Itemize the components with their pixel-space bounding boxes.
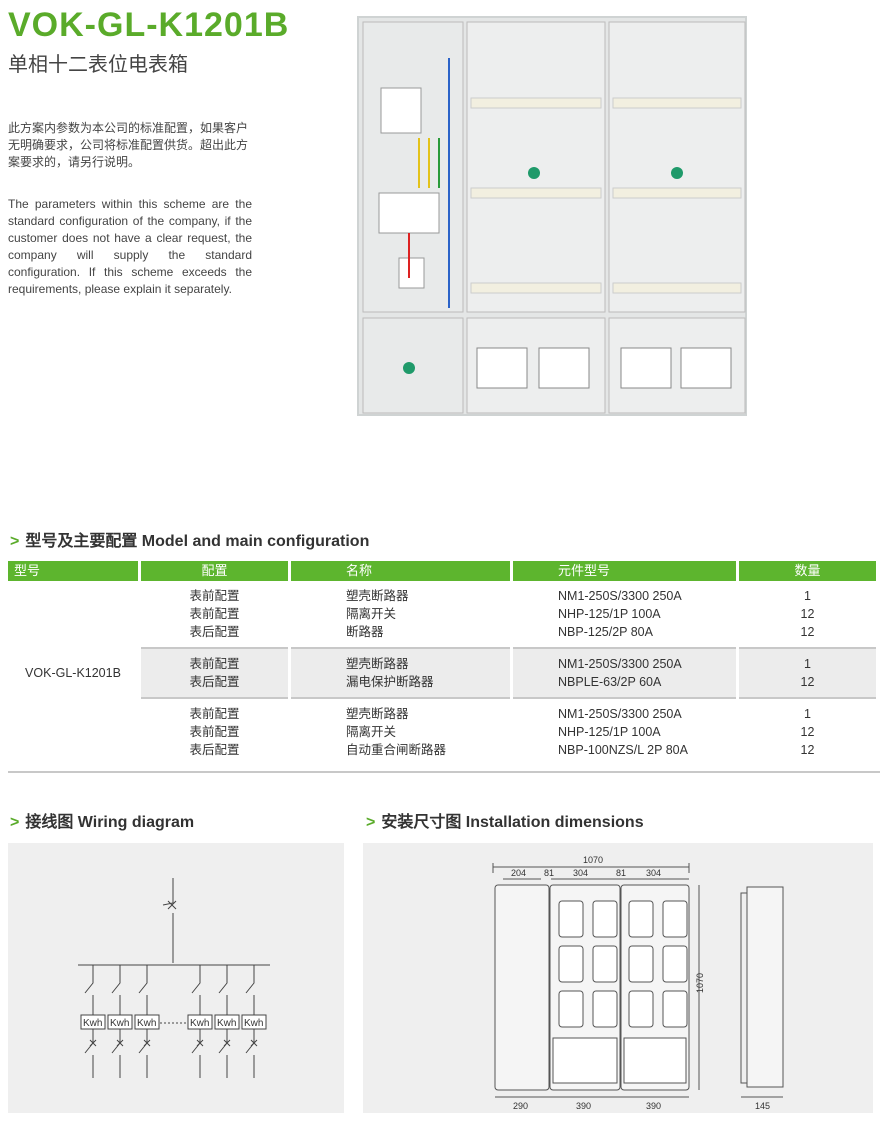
meter-branch: Kwh bbox=[107, 965, 133, 1078]
meter-branch: Kwh bbox=[214, 965, 240, 1078]
qty-cell: 12 bbox=[800, 625, 815, 639]
meter-slot bbox=[628, 900, 654, 938]
product-photo bbox=[357, 16, 747, 416]
table-row: 表后配置 自动重合闸断路器 NBP-100NZS/L 2P 80A 12 bbox=[8, 741, 876, 765]
kwh-meter-label: Kwh bbox=[190, 1018, 209, 1029]
qty-cell: 12 bbox=[739, 673, 876, 699]
meter-slot bbox=[558, 900, 584, 938]
dimensions-section-header: >安装尺寸图 Installation dimensions bbox=[366, 814, 644, 831]
config-cell: 表后配置 bbox=[141, 673, 288, 699]
description-en: The parameters within this scheme are th… bbox=[8, 197, 252, 296]
col-header-qty: 数量 bbox=[739, 561, 876, 581]
config-cell: 表前配置 bbox=[189, 707, 240, 721]
name-cell: 断路器 bbox=[346, 625, 384, 639]
name-cell: 塑壳断路器 bbox=[346, 589, 409, 603]
col-header-name: 名称 bbox=[291, 561, 510, 581]
meter-slot bbox=[662, 945, 688, 983]
dim-height: 1070 bbox=[695, 973, 705, 993]
part-cell: NM1-250S/3300 250A bbox=[558, 707, 682, 721]
dim-390a: 390 bbox=[576, 1101, 591, 1111]
qty-cell: 1 bbox=[804, 589, 811, 603]
qty-cell: 1 bbox=[739, 647, 876, 673]
meter-slot bbox=[558, 990, 584, 1028]
config-cell: 表前配置 bbox=[141, 647, 288, 673]
meter-branch: Kwh bbox=[80, 965, 106, 1078]
meter-slot bbox=[662, 900, 688, 938]
dim-total-width: 1070 bbox=[583, 855, 603, 865]
config-section-header: >型号及主要配置 Model and main configuration bbox=[10, 533, 370, 550]
part-cell: NM1-250S/3300 250A bbox=[558, 589, 682, 603]
table-row: 表后配置 断路器 NBP-125/2P 80A 12 bbox=[8, 623, 876, 647]
kwh-meter-label: Kwh bbox=[217, 1018, 236, 1029]
qty-cell: 12 bbox=[800, 607, 815, 621]
dim-304a: 304 bbox=[573, 868, 588, 878]
product-title: VOK-GL-K1201B bbox=[8, 6, 290, 44]
table-bottom-divider bbox=[8, 771, 880, 773]
part-cell: NM1-250S/3300 250A bbox=[513, 647, 736, 673]
config-cell: 表前配置 bbox=[189, 589, 240, 603]
part-cell: NHP-125/1P 100A bbox=[558, 607, 661, 621]
config-cell: 表前配置 bbox=[189, 725, 240, 739]
kwh-meter-label: Kwh bbox=[244, 1018, 263, 1029]
meter-slot bbox=[592, 945, 618, 983]
dim-390b: 390 bbox=[646, 1101, 661, 1111]
config-cell: 表后配置 bbox=[189, 625, 240, 639]
table-row: 表前配置 塑壳断路器 NM1-250S/3300 250A 1 bbox=[8, 699, 876, 723]
meter-branch: Kwh bbox=[241, 965, 267, 1078]
qty-cell: 1 bbox=[804, 707, 811, 721]
dim-depth: 145 bbox=[755, 1101, 770, 1111]
name-cell: 漏电保护断路器 bbox=[291, 673, 510, 699]
wiring-section-header: >接线图 Wiring diagram bbox=[10, 814, 195, 831]
qty-cell: 12 bbox=[800, 725, 815, 739]
meter-slot bbox=[628, 945, 654, 983]
kwh-meter-label: Kwh bbox=[110, 1018, 129, 1029]
meter-slot bbox=[592, 900, 618, 938]
part-cell: NBPLE-63/2P 60A bbox=[513, 673, 736, 699]
product-subtitle: 单相十二表位电表箱 bbox=[8, 52, 188, 76]
name-cell: 自动重合闸断路器 bbox=[346, 743, 447, 757]
meter-slot bbox=[662, 990, 688, 1028]
table-row: 表前配置 隔离开关 NHP-125/1P 100A 12 bbox=[8, 723, 876, 741]
kwh-meter-label: Kwh bbox=[137, 1018, 156, 1029]
config-cell: 表后配置 bbox=[189, 743, 240, 757]
table-row: 表前配置 隔离开关 NHP-125/1P 100A 12 bbox=[8, 605, 876, 623]
meter-slot bbox=[628, 990, 654, 1028]
dim-290: 290 bbox=[513, 1101, 528, 1111]
col-header-model: 型号 bbox=[8, 561, 138, 581]
name-cell: 隔离开关 bbox=[346, 607, 397, 621]
meter-slot bbox=[592, 990, 618, 1028]
dim-81b: 81 bbox=[616, 868, 626, 878]
dim-81a: 81 bbox=[544, 868, 554, 878]
name-cell: 塑壳断路器 bbox=[291, 647, 510, 673]
part-cell: NBP-125/2P 80A bbox=[558, 625, 653, 639]
meter-branch: Kwh bbox=[134, 965, 160, 1078]
meter-branch: Kwh bbox=[187, 965, 213, 1078]
model-cell: VOK-GL-K1201B bbox=[25, 666, 121, 680]
dim-304b: 304 bbox=[646, 868, 661, 878]
qty-cell: 12 bbox=[800, 743, 815, 757]
col-header-part: 元件型号 bbox=[513, 561, 736, 581]
description-cn: 此方案内参数为本公司的标准配置，如果客户无明确要求，公司将标准配置供货。超出此方… bbox=[8, 121, 249, 169]
part-cell: NBP-100NZS/L 2P 80A bbox=[558, 743, 688, 757]
config-cell: 表前配置 bbox=[189, 607, 240, 621]
part-cell: NHP-125/1P 100A bbox=[558, 725, 661, 739]
wiring-diagram: Kwh Kwh Kwh Kwh Kwh Kwh bbox=[8, 843, 344, 1113]
installation-dimensions: 1070 204 81 304 81 304 1070 290 390 390 … bbox=[363, 843, 873, 1113]
dim-204: 204 bbox=[511, 868, 526, 878]
col-header-config: 配置 bbox=[141, 561, 288, 581]
meter-slot bbox=[558, 945, 584, 983]
name-cell: 塑壳断路器 bbox=[346, 707, 409, 721]
kwh-meter-label: Kwh bbox=[83, 1018, 102, 1029]
name-cell: 隔离开关 bbox=[346, 725, 397, 739]
